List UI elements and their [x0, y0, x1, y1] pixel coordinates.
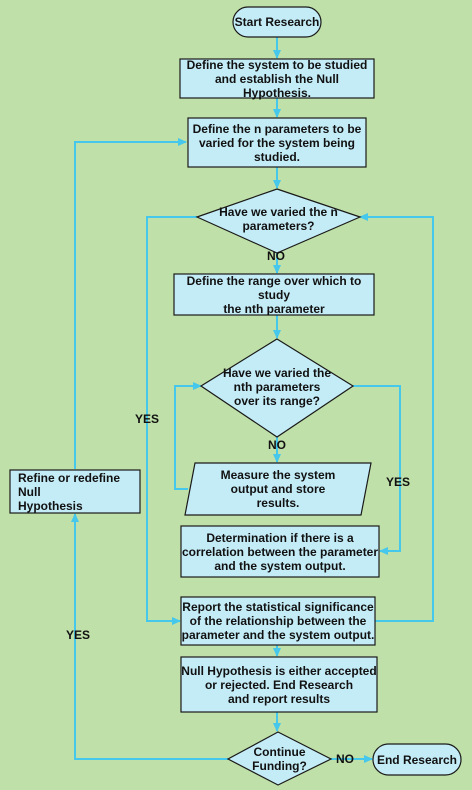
define-params-label: Define the n parameters to be varied for…: [192, 121, 362, 164]
box-define-params: [187, 117, 367, 168]
report-label: Report the statistical significance of t…: [181, 600, 375, 642]
arrow-report-loop-to-decision-n: [359, 213, 434, 622]
terminal-end: [372, 743, 462, 776]
edge-label-no-varied-nth: NO: [268, 438, 286, 452]
box-define-range: [173, 273, 375, 316]
shapes: [9, 6, 462, 786]
arrow-measure-loop-back: [174, 382, 202, 490]
correlation-label: Determination if there is a correlation …: [181, 530, 379, 573]
decision-varied-nth: [199, 338, 355, 438]
arrow-decision-nth-yes-to-correlation: [353, 385, 401, 555]
box-define-system: [179, 58, 375, 99]
decision-continue-label: Continue Funding?: [252, 745, 307, 773]
define-system-label: Define the system to be studied and esta…: [186, 57, 368, 100]
define-range-label: Define the range over which to study the…: [186, 273, 362, 316]
arrow-continue-yes-to-refine: [71, 513, 228, 760]
box-null-result: [180, 656, 378, 713]
refine-label: Refine or redefine Null Hypothesis: [18, 470, 121, 513]
decision-varied-n: [195, 188, 362, 254]
measure-label: Measure the system output and store resu…: [220, 468, 336, 510]
arrow-refine-to-define-params: [74, 138, 187, 469]
terminal-start: [232, 6, 322, 38]
null-result-label: Null Hypothesis is either accepted or re…: [181, 663, 377, 706]
box-refine: [9, 469, 141, 514]
connectors: [71, 37, 434, 763]
decision-varied-n-label: Have we varied the n parameters?: [219, 205, 338, 233]
start-label: Start Research: [234, 15, 320, 29]
box-report: [180, 596, 376, 646]
edge-label-yes-varied-n: YES: [135, 412, 160, 426]
edge-label-yes-funding: YES: [66, 628, 91, 642]
edge-label-no-varied-n: NO: [267, 249, 285, 263]
edge-label-no-funding: NO: [336, 752, 354, 766]
end-label: End Research: [376, 752, 458, 767]
edge-label-yes-varied-nth: YES: [386, 475, 411, 489]
decision-varied-nth-label: Have we varied the nth parameters over i…: [222, 366, 332, 408]
decision-continue-funding: [226, 731, 333, 786]
arrow-decision-n-yes-to-report: [146, 216, 197, 625]
parallelogram-measure: [184, 462, 372, 516]
box-correlation: [180, 525, 380, 578]
